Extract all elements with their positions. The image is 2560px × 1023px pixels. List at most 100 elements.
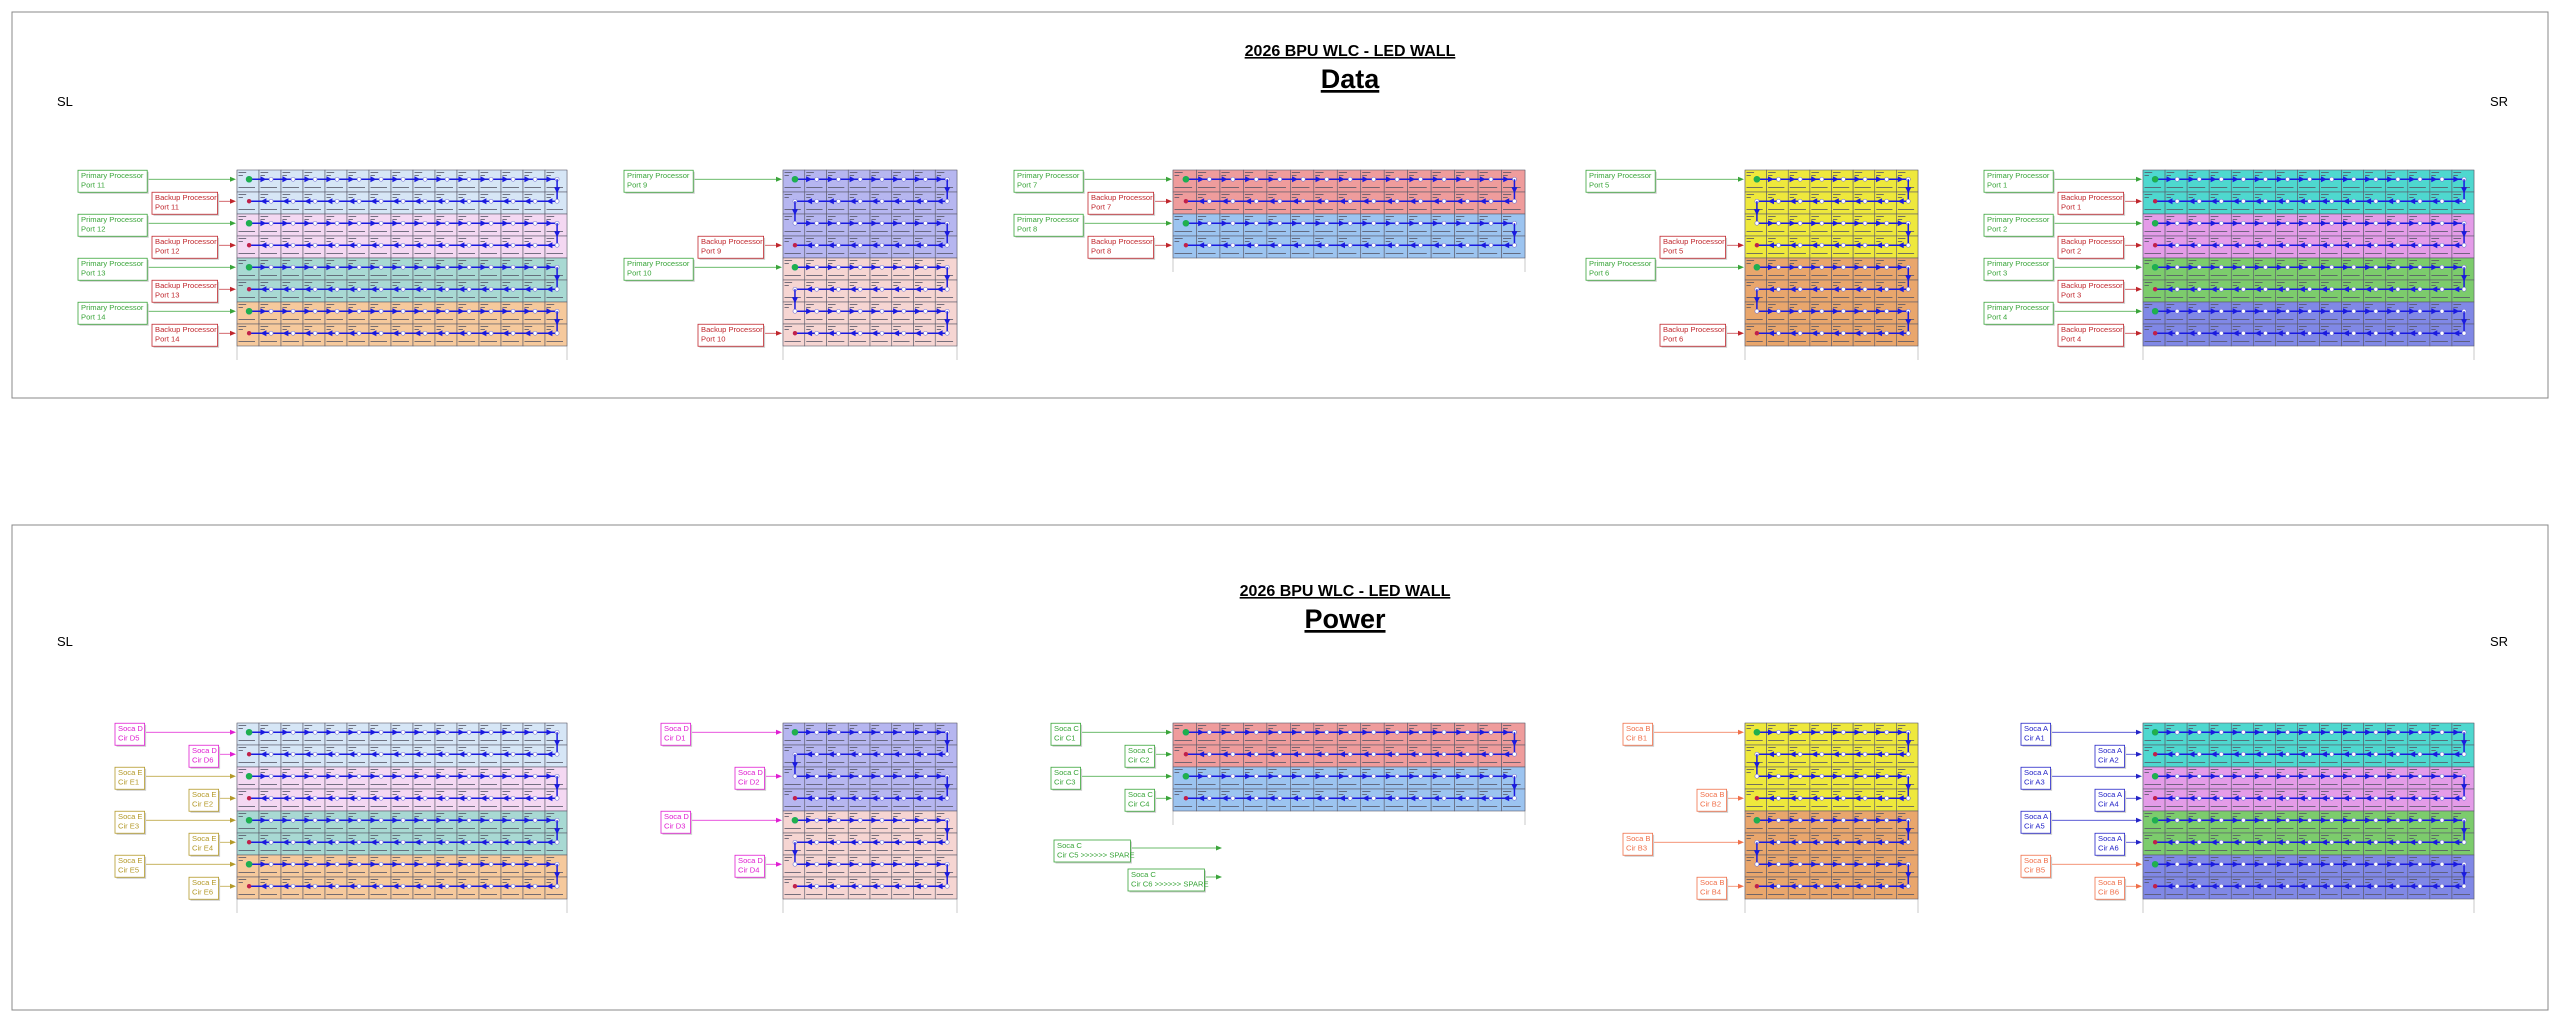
panel-text-mark [260,791,269,792]
panel-text-mark [238,238,247,239]
panel-node [1797,220,1803,226]
panel-node [2439,286,2445,292]
panel-node [1277,198,1283,204]
panel-text-mark [502,747,511,748]
panel-text-mark [238,304,247,305]
panel-node [334,220,340,226]
panel-text-mark [2409,187,2426,188]
panel-text-mark [282,219,287,220]
panel-text-mark [915,872,932,873]
panel-text-mark [304,329,309,330]
panel-text-mark [2166,187,2184,188]
panel-text-mark [2453,285,2458,286]
panel-text-mark [784,253,801,254]
panel-text-mark [1432,750,1438,751]
panel-node [378,773,384,779]
panel-text-mark [1221,750,1227,751]
panel-text-mark [936,238,945,239]
panel-node [488,330,494,336]
panel-text-mark [282,872,299,873]
panel-text-mark [480,319,497,320]
panel-text-mark [871,209,888,210]
arrow-right-icon [893,308,900,315]
panel-text-mark [458,197,463,198]
panel-text-mark [1833,238,1841,239]
panel-text-mark [414,187,431,188]
panel-text-mark [2431,285,2436,286]
panel-text-mark [784,860,789,861]
panel-text-mark [2409,175,2414,176]
panel-node [1300,176,1306,182]
end-node-icon [792,796,798,801]
panel-text-mark [348,769,357,770]
arrow-right-icon [260,264,267,271]
panel-text-mark [871,329,876,330]
panel-text-mark [326,828,343,829]
panel-text-mark [348,297,365,298]
panel-text-mark [392,197,397,198]
panel-text-mark [1833,241,1838,242]
panel-text-mark [1768,209,1785,210]
arrow-down-icon [554,319,561,326]
panel-text-mark [1385,219,1391,220]
arrow-left-icon [871,242,878,249]
panel-text-mark [414,794,419,795]
panel-text-mark [282,769,291,770]
panel-text-mark [936,341,954,342]
panel-text-mark [1268,806,1286,807]
panel-text-mark [304,879,313,880]
panel-node [378,817,384,823]
label-line2: Port 4 [1987,313,2007,322]
panel-text-mark [546,816,551,817]
panel-text-mark [2409,197,2414,198]
panel-text-mark [1315,784,1333,785]
panel-text-mark [1291,187,1310,188]
panel-text-mark [348,319,365,320]
panel-text-mark [480,828,497,829]
panel-text-mark [436,307,441,308]
panel-text-mark [2254,219,2260,220]
panel-text-mark [304,209,321,210]
arrow-right-icon [480,220,487,227]
panel-text-mark [414,882,419,883]
panel-node [857,220,863,226]
panel-text-mark [936,253,954,254]
panel-text-mark [1833,194,1841,195]
panel-text-mark [893,209,910,210]
panel-text-mark [1174,772,1180,773]
panel-text-mark [828,725,836,726]
panel-node [422,729,428,735]
arrow-left-icon [326,198,333,205]
arrow-right-icon [458,220,465,227]
panel-text-mark [2321,253,2338,254]
panel-text-mark [2210,341,2228,342]
panel-text-mark [936,307,942,308]
panel-text-mark [1789,216,1798,217]
panel-text-mark [1479,219,1485,220]
panel-text-mark [849,894,867,895]
panel-text-mark [326,219,331,220]
panel-text-mark [304,194,313,195]
panel-text-mark [2431,172,2440,173]
panel-text-mark [1409,187,1427,188]
panel-text-mark [1897,172,1906,173]
panel-node [1776,198,1781,204]
panel-text-mark [1811,187,1828,188]
panel-text-mark [2387,175,2392,176]
panel-text-mark [915,791,923,792]
panel-text-mark [1789,304,1798,305]
panel-text-mark [1409,175,1414,176]
panel-text-mark [238,319,255,320]
panel-text-mark [2298,260,2307,261]
panel-text-mark [238,209,255,210]
panel-node [1884,198,1889,204]
panel-node [2307,286,2312,292]
panel-text-mark [282,282,291,283]
panel-text-mark [282,216,291,217]
panel-text-mark [1854,241,1859,242]
panel-node [444,883,450,889]
panel-node [466,220,472,226]
panel-text-mark [1746,304,1755,305]
panel-text-mark [2409,172,2418,173]
